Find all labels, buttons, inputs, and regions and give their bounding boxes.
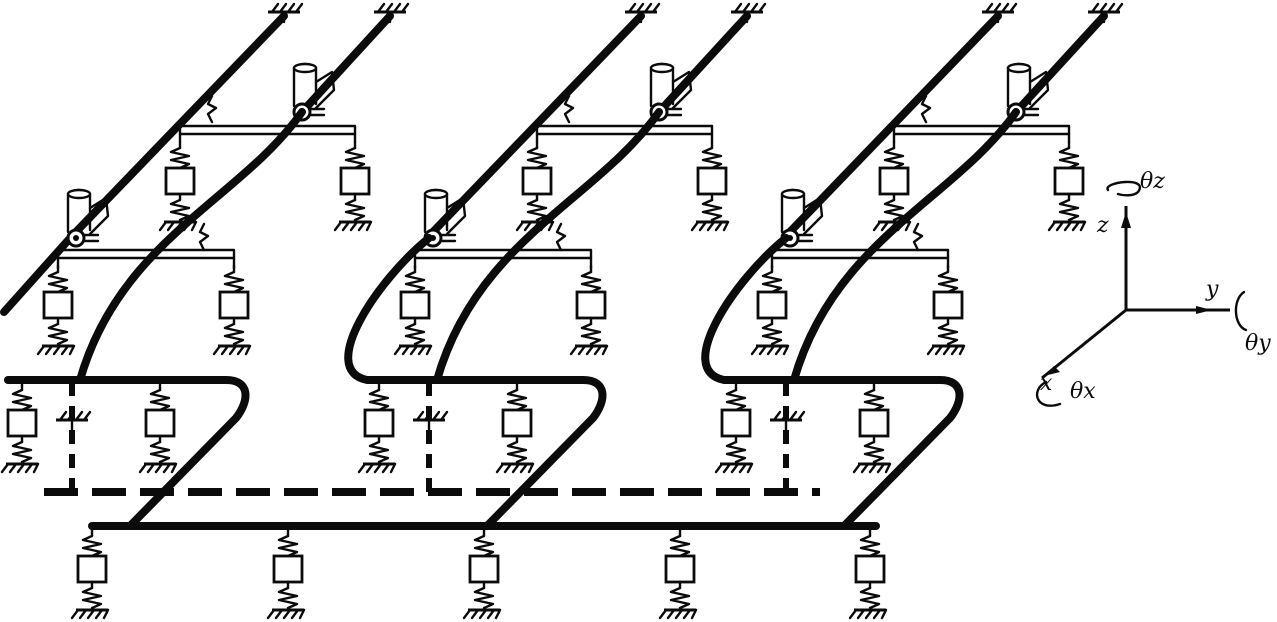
upper-right-spring-mass <box>690 140 730 232</box>
top-ground-b <box>729 2 767 24</box>
hook-right-spring-mass <box>852 382 892 474</box>
post-ground <box>411 410 449 432</box>
hook-right-spring-mass <box>495 382 535 474</box>
hook-beam <box>4 376 250 530</box>
hook-right-spring-mass <box>138 382 178 474</box>
bottom-spring-row <box>70 528 888 620</box>
upper-small-spring <box>920 94 932 124</box>
curved-member <box>433 108 663 384</box>
upper-small-spring <box>206 94 218 124</box>
bottom-spring-mass <box>266 528 306 620</box>
lower-small-spring <box>912 222 924 252</box>
x-label: x <box>1040 371 1053 396</box>
y-label: y <box>1205 277 1219 302</box>
curved-member <box>76 108 306 384</box>
theta-z-label: θz <box>1140 169 1165 194</box>
upper-right-spring-mass <box>1047 140 1087 232</box>
curved-member <box>790 108 1020 384</box>
bottom-spring-mass <box>70 528 110 620</box>
top-ground-a <box>266 2 304 24</box>
upper-small-spring <box>563 94 575 124</box>
coordinate-axes: z y x θz θy θx <box>1035 169 1271 407</box>
upper-right-spring-mass <box>333 140 373 232</box>
lower-left-spring-mass <box>36 264 76 356</box>
lower-right-spring-mass <box>212 264 252 356</box>
bay-1 <box>0 2 410 530</box>
theta-z-rotation-icon <box>1106 180 1142 197</box>
hook-left-spring-mass <box>714 382 754 474</box>
top-ground-a <box>980 2 1018 24</box>
theta-x-rotation-icon <box>1035 380 1062 407</box>
lower-left-spring-mass <box>750 264 790 356</box>
bay-3 <box>701 2 1124 530</box>
hook-beam <box>701 234 964 530</box>
hook-beam <box>344 234 607 530</box>
diagonal-rail-a-tail <box>0 232 76 316</box>
bay-2 <box>344 2 767 530</box>
top-ground-a <box>623 2 661 24</box>
theta-x-label: θx <box>1070 379 1096 404</box>
lower-right-spring-mass <box>569 264 609 356</box>
theta-y-label: θy <box>1245 331 1271 356</box>
bottom-spring-mass <box>462 528 502 620</box>
theta-y-rotation-icon <box>1234 290 1248 332</box>
lower-right-spring-mass <box>926 264 966 356</box>
top-ground-b <box>1086 2 1124 24</box>
z-label: z <box>1096 213 1109 238</box>
hook-left-spring-mass <box>0 382 40 474</box>
post-ground <box>54 410 92 432</box>
bottom-spring-mass <box>848 528 888 620</box>
lower-small-spring <box>555 222 567 252</box>
x-axis <box>1041 308 1127 380</box>
post-ground <box>768 410 806 432</box>
top-ground-b <box>372 2 410 24</box>
frame-bays <box>0 2 1124 530</box>
lower-left-spring-mass <box>393 264 433 356</box>
lower-small-spring <box>198 222 210 252</box>
bottom-spring-mass <box>658 528 698 620</box>
hook-left-spring-mass <box>357 382 397 474</box>
